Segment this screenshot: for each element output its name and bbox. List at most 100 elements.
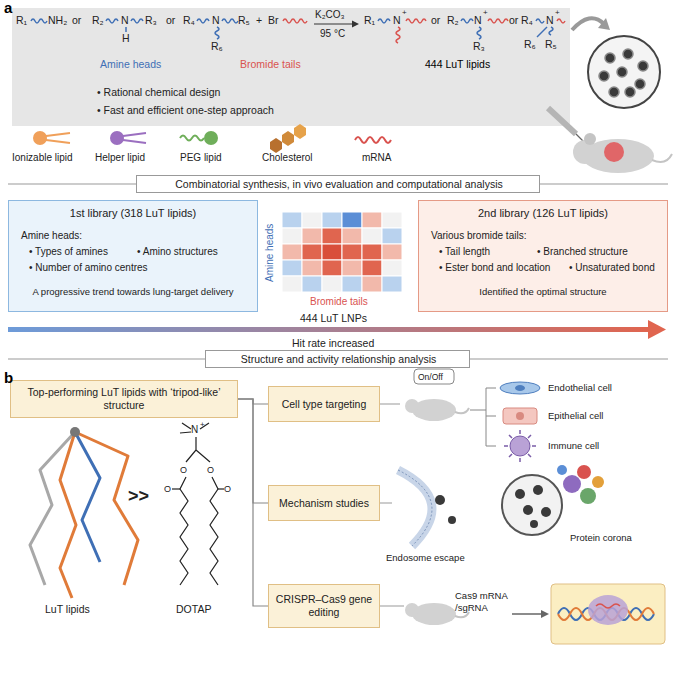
heatmap-cell bbox=[382, 228, 402, 244]
heatmap-cell bbox=[322, 228, 342, 244]
corona-protein bbox=[577, 465, 591, 479]
mrna-core bbox=[617, 67, 627, 77]
node-text: Amine heads: bbox=[21, 229, 82, 242]
chem-group: R₄ bbox=[183, 14, 195, 26]
heatmap-cell bbox=[362, 276, 382, 292]
heatmap-cell bbox=[342, 244, 362, 260]
chem-group: R₂ bbox=[447, 14, 459, 26]
node-text: Various bromide tails: bbox=[431, 229, 526, 242]
cas9-protein bbox=[588, 595, 628, 625]
mrna-core bbox=[515, 489, 525, 499]
flow-arrow bbox=[512, 613, 542, 615]
mrna-core bbox=[599, 71, 609, 81]
heatmap bbox=[282, 212, 402, 292]
axis-label: Bromide tails bbox=[310, 296, 368, 308]
corona-protein bbox=[592, 476, 604, 488]
endothelial-cell bbox=[500, 382, 540, 394]
component-label: Ionizable lipid bbox=[12, 152, 73, 164]
mouse-head bbox=[573, 140, 597, 164]
chem-group: R₁ bbox=[364, 14, 375, 26]
released-mrna bbox=[448, 516, 456, 524]
peg-chain bbox=[180, 136, 204, 141]
heatmap-cell bbox=[282, 212, 302, 228]
ionizable-lipid-tail bbox=[46, 133, 70, 143]
leader-line bbox=[380, 404, 404, 606]
corona-protein bbox=[557, 465, 567, 475]
heatmap-cell bbox=[382, 260, 402, 276]
heatmap-cell bbox=[342, 212, 362, 228]
chem-atom: N bbox=[212, 14, 220, 26]
released-mrna bbox=[435, 495, 445, 505]
heatmap-cell bbox=[302, 244, 322, 260]
node-text: Structure and activity relationship anal… bbox=[206, 353, 471, 366]
charge: + bbox=[200, 419, 205, 431]
node-text: 1st library (318 LuT lipids) bbox=[9, 207, 257, 220]
mouse-body bbox=[412, 603, 456, 625]
cell-nucleus bbox=[515, 385, 525, 391]
arrow-label: 444 LuT LNPs bbox=[300, 312, 367, 324]
node-text: Identified the optimal structure bbox=[423, 285, 663, 298]
panel-letter: b bbox=[4, 372, 13, 384]
mrna-core bbox=[533, 485, 543, 495]
chem-atom: N bbox=[393, 14, 401, 26]
conjunction: or bbox=[72, 14, 81, 26]
node-text: Combinatorial synthesis, in vivo evaluat… bbox=[137, 178, 541, 191]
progress-arrowhead bbox=[648, 320, 666, 339]
chem-atom: N bbox=[546, 14, 554, 26]
heatmap-cell bbox=[282, 244, 302, 260]
heatmap-cell bbox=[322, 244, 342, 260]
chem-group: R₆ bbox=[524, 38, 536, 50]
node-text: 2nd library (126 LuT lipids) bbox=[419, 207, 667, 220]
library-box: 2nd library (126 LuT lipids) Various brom… bbox=[418, 200, 668, 312]
heatmap-cell bbox=[302, 260, 322, 276]
nanoparticle-cores bbox=[599, 49, 648, 97]
node-text: • Amino structures bbox=[137, 245, 218, 258]
heatmap-cell bbox=[342, 276, 362, 292]
library-box: 1st library (318 LuT lipids) Amine heads:… bbox=[8, 200, 258, 312]
chem-group: R₂ bbox=[92, 14, 104, 26]
chem-group: R₅ bbox=[238, 14, 250, 26]
mrna-core bbox=[625, 87, 635, 97]
header-box: Top-performing LuT lipids with ‘tripod-l… bbox=[10, 380, 238, 418]
chem-atom: N bbox=[191, 424, 198, 436]
chem-group: R₃ bbox=[473, 40, 485, 52]
mrna-core bbox=[541, 507, 551, 517]
carbonyl-bond bbox=[172, 488, 180, 489]
mouse-tail bbox=[652, 154, 672, 162]
guide-rna bbox=[596, 604, 620, 608]
acyl-chain bbox=[180, 477, 188, 585]
chem-group: R₁ bbox=[16, 14, 27, 26]
heatmap-cell bbox=[302, 276, 322, 292]
ionizable-lipid-head bbox=[33, 131, 47, 145]
heatmap-cell bbox=[342, 260, 362, 276]
endosome-membrane bbox=[398, 470, 432, 546]
lung-signal bbox=[604, 142, 624, 162]
node-text: • Tail length bbox=[439, 245, 490, 258]
heatmap-cell bbox=[342, 228, 362, 244]
chem-atom: N bbox=[474, 14, 482, 26]
syringe-needle bbox=[576, 134, 588, 146]
nanoparticle-cores bbox=[515, 485, 551, 528]
structure-label: DOTAP bbox=[176, 603, 211, 615]
chem-atom: O bbox=[164, 483, 171, 495]
heatmap-cell bbox=[302, 228, 322, 244]
node-text: • Number of amino centres bbox=[29, 261, 148, 274]
chem-atom: O bbox=[224, 483, 231, 495]
chem-atom: O bbox=[180, 464, 187, 476]
connector bbox=[238, 399, 268, 606]
tripod-arm bbox=[75, 432, 100, 562]
stage-banner: Combinatorial synthesis, in vivo evaluat… bbox=[136, 175, 540, 193]
conjunction: or bbox=[431, 14, 440, 26]
charge: + bbox=[483, 7, 488, 19]
heatmap-cell bbox=[382, 212, 402, 228]
corona-protein bbox=[563, 475, 581, 493]
cholesterol-ring bbox=[294, 124, 306, 139]
flow-arrowhead bbox=[541, 610, 549, 618]
product-label: 444 LuT lipids bbox=[425, 58, 490, 70]
cargo-label: Cas9 mRNA /sgRNA bbox=[455, 590, 511, 614]
heatmap-cell bbox=[362, 244, 382, 260]
flow-arrowhead bbox=[598, 18, 610, 30]
switch-bubble bbox=[414, 369, 454, 384]
node-text: Mechanism studies bbox=[273, 497, 375, 510]
mrna-strand bbox=[355, 137, 391, 143]
